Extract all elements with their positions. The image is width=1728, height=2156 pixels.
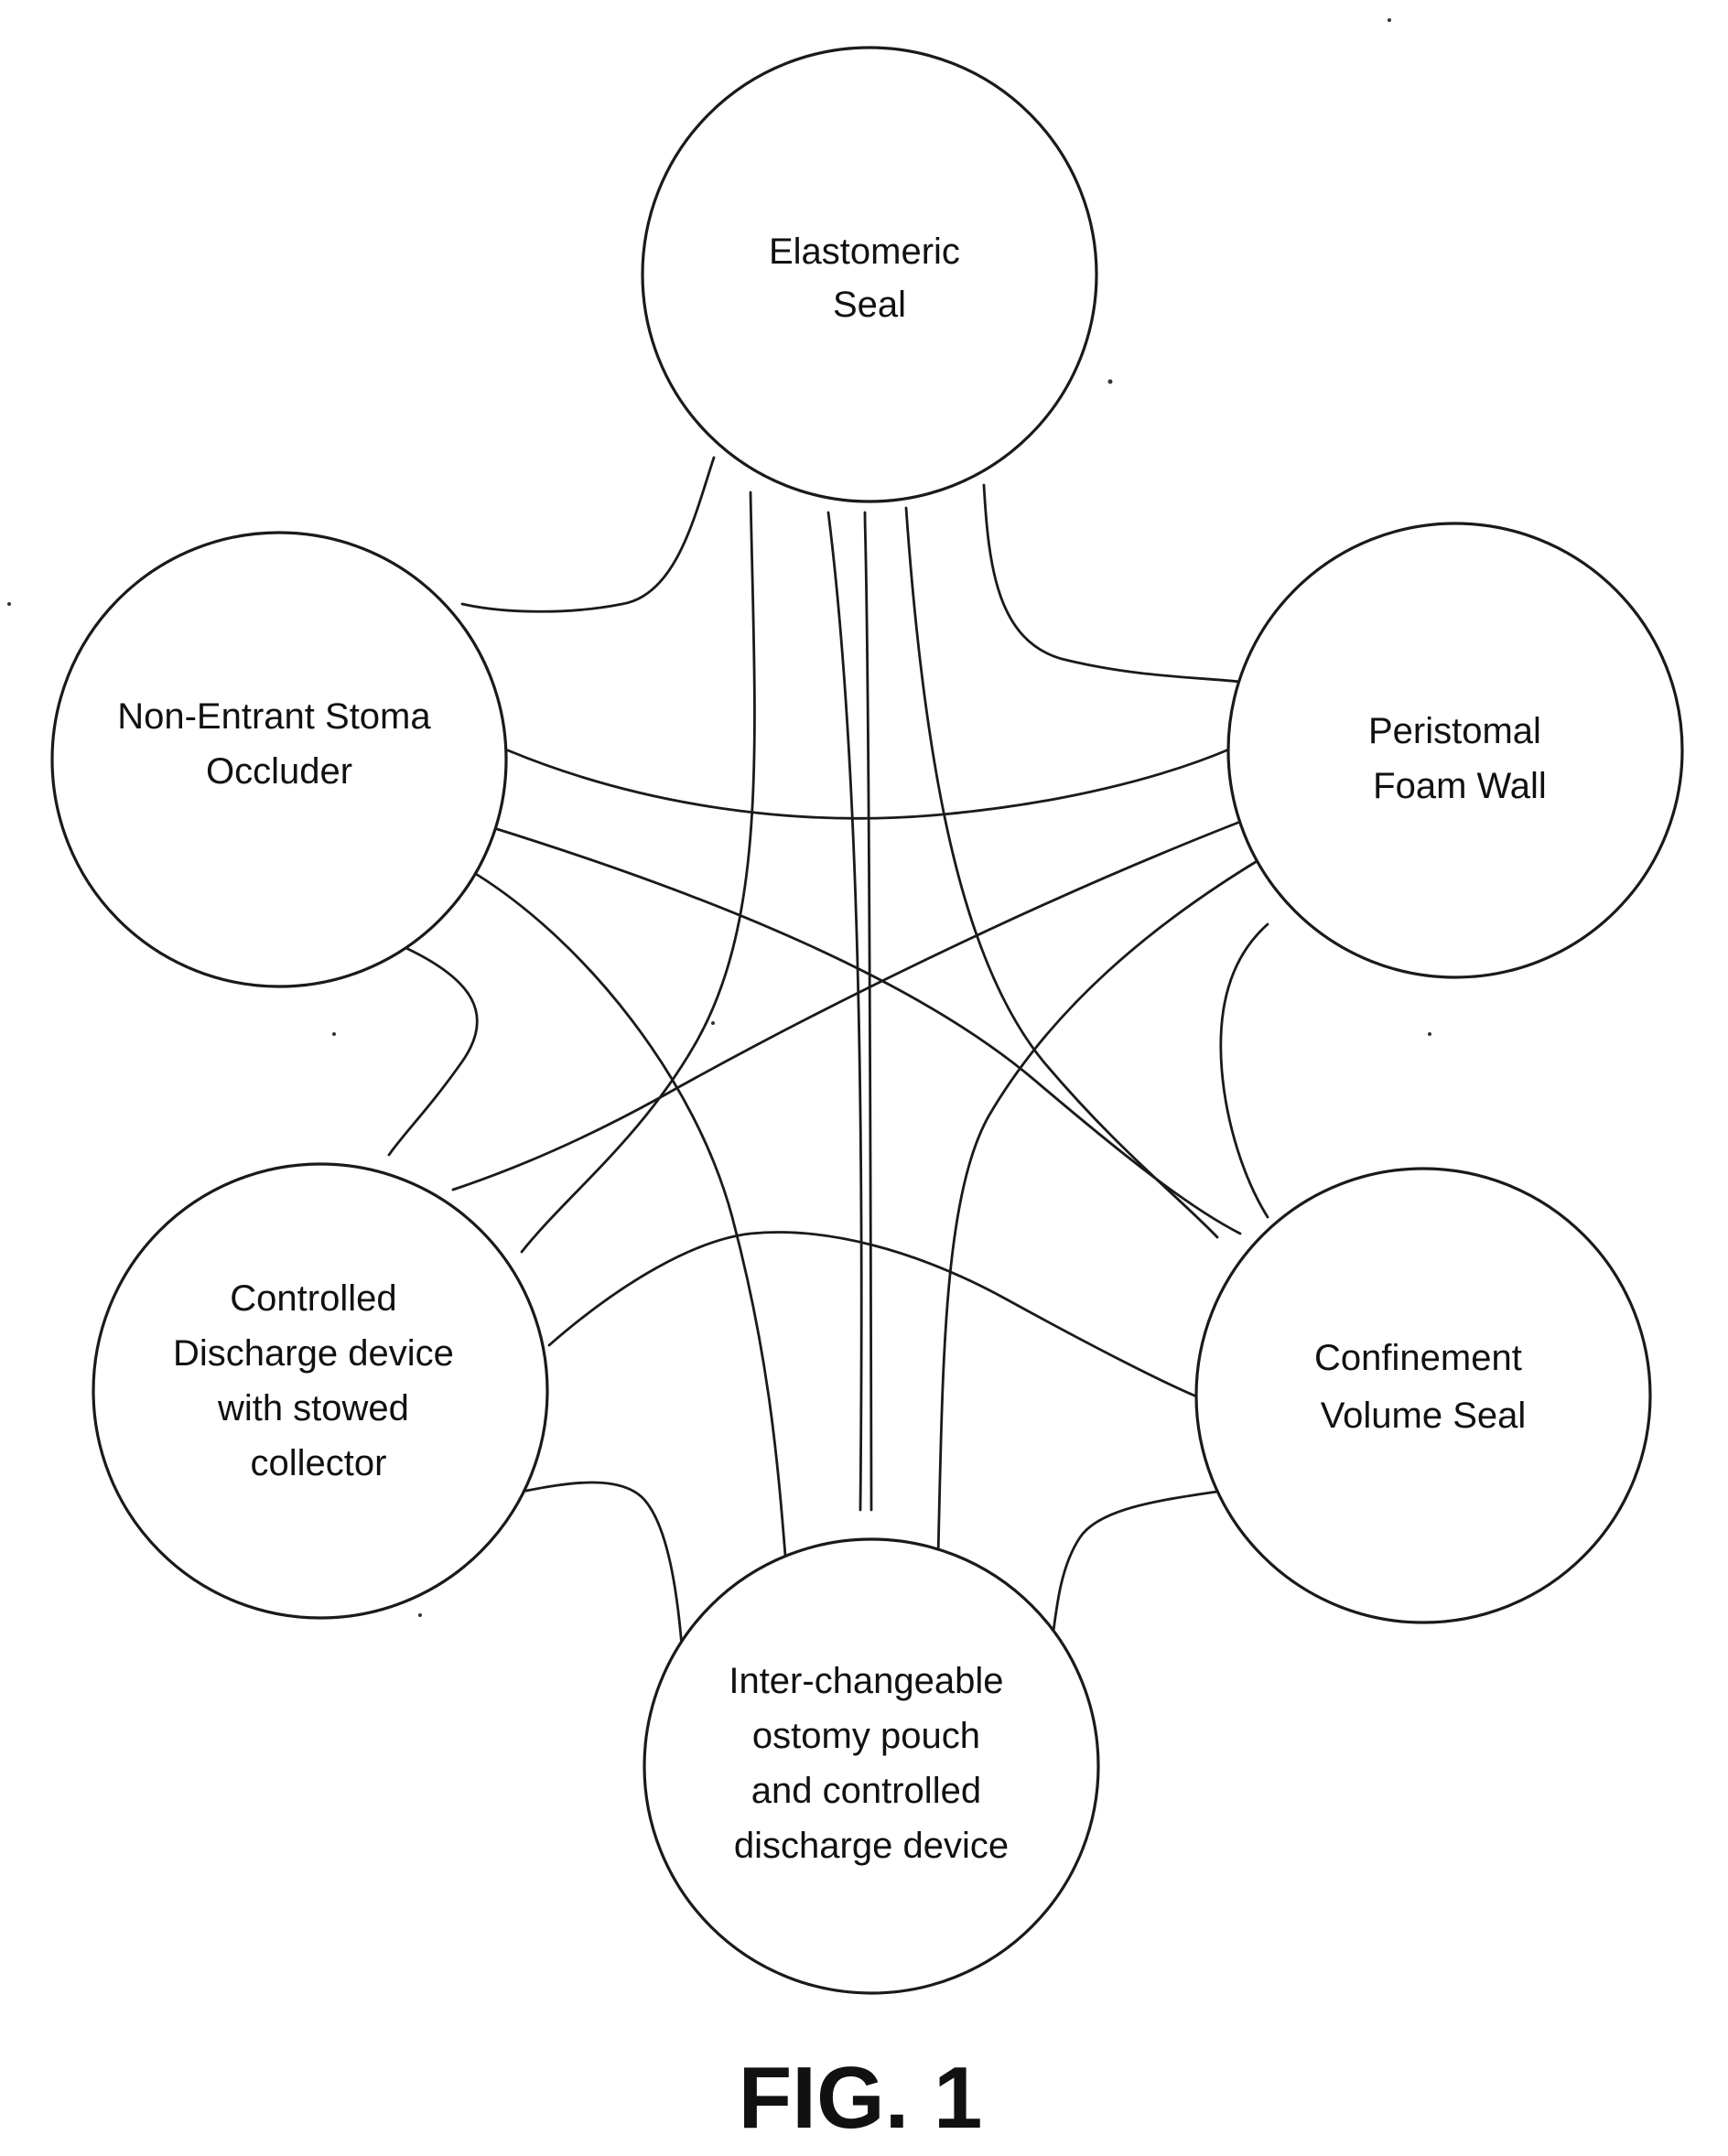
node-label-line: Peristomal (1368, 711, 1541, 751)
connector-discharge-pouch (522, 1482, 682, 1647)
node-label-line: Controlled (230, 1278, 396, 1319)
connector-elastomeric-confinement (906, 508, 1217, 1237)
node-label-line: collector (251, 1443, 387, 1483)
connector-elastomeric-pouch-2 (865, 512, 871, 1510)
connector-foam-wall-confinement (1221, 924, 1268, 1217)
connector-occluder-confinement (494, 828, 1240, 1234)
node-label-line: ostomy pouch (752, 1716, 980, 1756)
speck (7, 602, 11, 606)
connector-elastomeric-discharge (522, 492, 754, 1252)
connector-elastomeric-pouch-1 (828, 512, 861, 1510)
speck (1108, 380, 1113, 384)
node-confinement-volume-seal: Confinement Volume Seal (1196, 1169, 1650, 1622)
node-label-line: Elastomeric (769, 232, 960, 272)
speck (332, 1032, 336, 1036)
node-peristomal-foam-wall: Peristomal Foam Wall (1228, 523, 1682, 977)
speck (1388, 18, 1391, 22)
node-circle (643, 48, 1096, 501)
connector-foam-wall-discharge (453, 822, 1240, 1190)
node-interchangeable-ostomy-pouch: Inter-changeable ostomy pouch and contro… (644, 1539, 1098, 1993)
node-label-line: Seal (833, 285, 906, 325)
node-label-line: with stowed (217, 1388, 409, 1428)
node-circle (644, 1539, 1098, 1993)
speck (418, 1613, 422, 1617)
node-label-line: Non-Entrant Stoma (117, 696, 431, 737)
node-controlled-discharge-device: Controlled Discharge device with stowed … (93, 1164, 547, 1618)
node-label-line: and controlled (751, 1771, 981, 1811)
node-label-line: Volume Seal (1321, 1396, 1527, 1436)
node-label-line: Confinement (1314, 1338, 1522, 1378)
node-label-line: Discharge device (173, 1333, 454, 1374)
speck (711, 1021, 715, 1025)
figure-caption: FIG. 1 (739, 2049, 983, 2147)
connector-elastomeric-occluder (462, 458, 714, 611)
node-label-line: Inter-changeable (729, 1661, 1003, 1701)
node-label-line: Occluder (206, 751, 352, 792)
node-elastomeric-seal: Elastomeric Seal (643, 48, 1096, 501)
connector-confinement-pouch (1053, 1492, 1217, 1638)
node-label-line: discharge device (734, 1826, 1009, 1866)
speck (1428, 1032, 1431, 1036)
connector-elastomeric-foam-wall (984, 485, 1240, 682)
connector-occluder-discharge (389, 944, 477, 1155)
node-non-entrant-stoma-occluder: Non-Entrant Stoma Occluder (52, 533, 506, 986)
node-label-line: Foam Wall (1373, 766, 1547, 806)
